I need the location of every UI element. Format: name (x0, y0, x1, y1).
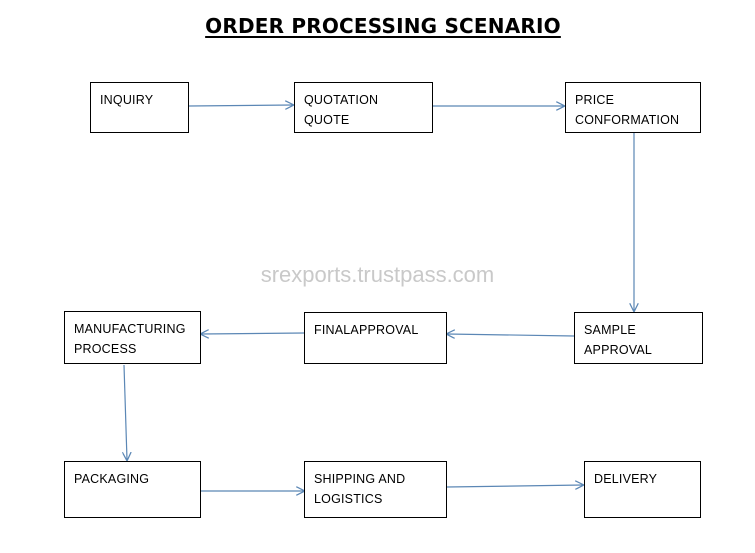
arrow-manufacturing-to-packaging (124, 364, 127, 460)
step-price-conformation: PRICE CONFORMATION (565, 82, 701, 133)
step-manufacturing-process: MANUFACTURING PROCESS (64, 311, 201, 364)
arrow-shipping-to-delivery (446, 485, 583, 487)
watermark: srexports.trustpass.com (260, 262, 495, 287)
diagram-title: ORDER PROCESSING SCENARIO (0, 14, 755, 38)
step-delivery: DELIVERY (584, 461, 701, 518)
diagram-title-text: ORDER PROCESSING SCENARIO (205, 14, 561, 38)
step-packaging: PACKAGING (64, 461, 201, 518)
arrow-final-to-manufacturing (201, 333, 305, 334)
step-sample-approval: SAMPLE APPROVAL (574, 312, 703, 364)
arrow-sample-to-final (447, 334, 575, 336)
step-inquiry: INQUIRY (90, 82, 189, 133)
step-shipping-and-logistics: SHIPPING AND LOGISTICS (304, 461, 447, 518)
arrow-inquiry-to-quotation (188, 105, 293, 106)
step-quotation: QUOTATION QUOTE (294, 82, 433, 133)
step-final-approval: FINALAPPROVAL (304, 312, 447, 364)
